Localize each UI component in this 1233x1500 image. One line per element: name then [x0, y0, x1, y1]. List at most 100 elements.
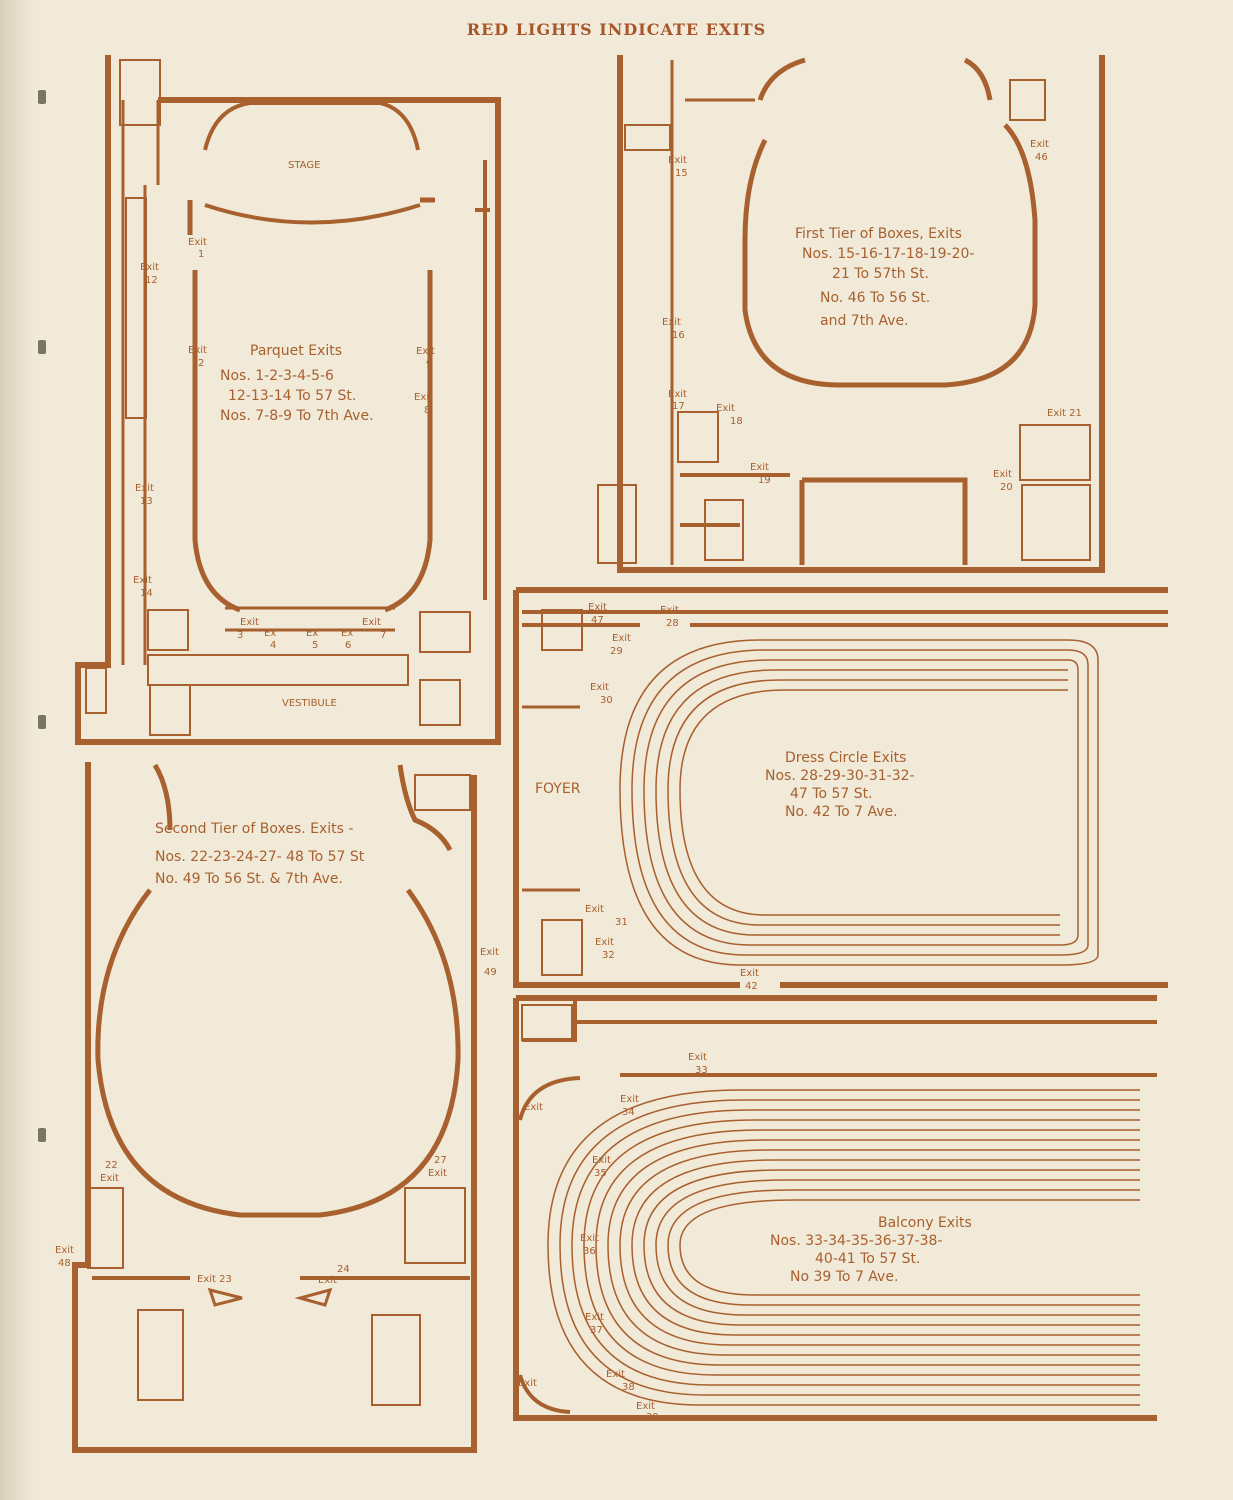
exit-word: Exit — [585, 904, 604, 915]
exit-number: 4 — [270, 640, 276, 651]
exit-number: 17 — [672, 401, 685, 412]
vestibule-label: VESTIBULE — [282, 698, 337, 709]
exit-number: 9 — [426, 359, 432, 370]
balcony-line2: 40-41 To 57 St. — [815, 1251, 920, 1267]
exit-word: Exit — [716, 403, 735, 414]
exit-number: 5 — [312, 640, 318, 651]
exit-word: Exit — [518, 1378, 537, 1389]
exit-word: Exit — [606, 1369, 625, 1380]
exit-word: Exit — [585, 1312, 604, 1323]
exit-number: 2 — [198, 358, 204, 369]
exit-word: Exit — [662, 317, 681, 328]
parquet-title: Parquet Exits — [250, 343, 342, 359]
exit-number: 38 — [622, 1382, 635, 1393]
exit-number: 13 — [140, 496, 153, 507]
exit-23: Exit 23 — [197, 1274, 232, 1285]
exit-number: 14 — [140, 588, 153, 599]
exit-word: Exit — [55, 1245, 74, 1256]
parquet-plan: STAGE VESTIBULE Parquet Exits Nos. 1-2-3… — [75, 55, 501, 745]
binding-staple — [38, 715, 46, 729]
exit-word: Exit — [668, 155, 687, 166]
ex-word: Ex — [264, 628, 276, 639]
exit-number: 33 — [695, 1065, 708, 1076]
exit-word: Exit — [688, 1052, 707, 1063]
exit-number: 27 — [434, 1155, 447, 1166]
balcony-line3: No 39 To 7 Ave. — [790, 1269, 898, 1285]
exit-number: 49 — [484, 967, 497, 978]
exit-word: Exit — [480, 947, 499, 958]
first-tier-line3: No. 46 To 56 St. — [820, 290, 930, 306]
exit-labels: Exit 1 Exit 2 Exit 12 Exit 13 Exit 14 Ex… — [55, 139, 1082, 1423]
dress-circle-line1: Nos. 28-29-30-31-32- — [765, 768, 915, 784]
ex-word: Ex — [306, 628, 318, 639]
exit-word: Exit — [133, 575, 152, 586]
exit-word: Exit — [740, 968, 759, 979]
balcony-plan: Balcony Exits Nos. 33-34-35-36-37-38- 40… — [513, 995, 1157, 1421]
parquet-line1: Nos. 1-2-3-4-5-6 — [220, 368, 334, 384]
dress-circle-title: Dress Circle Exits — [785, 750, 906, 766]
exit-word: Exit — [993, 469, 1012, 480]
exit-number: 35 — [594, 1168, 607, 1179]
exit-word: Exit — [140, 262, 159, 273]
exit-number: 37 — [590, 1325, 603, 1336]
exit-number: 46 — [1035, 152, 1048, 163]
first-tier-line2: 21 To 57th St. — [832, 266, 929, 282]
exit-word: Exit — [750, 462, 769, 473]
exit-number: 34 — [622, 1107, 635, 1118]
exit-number: 1 — [198, 249, 204, 260]
exit-number: 36 — [583, 1246, 596, 1257]
exit-word: Exit — [416, 346, 435, 357]
first-tier-title: First Tier of Boxes, Exits — [795, 226, 962, 242]
exit-number: 3 — [237, 630, 243, 641]
exit-word: Exit — [135, 483, 154, 494]
exit-number: 20 — [1000, 482, 1013, 493]
second-tier-title: Second Tier of Boxes. Exits - — [155, 821, 353, 837]
exit-number: 39 — [646, 1412, 659, 1423]
exit-word: Exit — [524, 1102, 543, 1113]
second-tier-plan: Second Tier of Boxes. Exits - Nos. 22-23… — [72, 762, 477, 1453]
parquet-line3: Nos. 7-8-9 To 7th Ave. — [220, 408, 374, 424]
exit-word: Exit — [620, 1094, 639, 1105]
exit-word: Exit — [188, 237, 207, 248]
exit-word: Exit — [580, 1233, 599, 1244]
parquet-line2: 12-13-14 To 57 St. — [228, 388, 356, 404]
first-tier-line1: Nos. 15-16-17-18-19-20- — [802, 246, 974, 262]
exit-number: 12 — [145, 275, 158, 286]
exit-number: 30 — [600, 695, 613, 706]
exit-number: 18 — [730, 416, 743, 427]
exit-number: 6 — [345, 640, 351, 651]
exit-number: 29 — [610, 646, 623, 657]
exit-word: Exit — [100, 1173, 119, 1184]
exit-word: Exit — [636, 1401, 655, 1412]
binding-staple — [38, 90, 46, 104]
dress-circle-line3: No. 42 To 7 Ave. — [785, 804, 898, 820]
binding-staple — [38, 1128, 46, 1142]
exit-number: 28 — [666, 618, 679, 629]
dress-circle-plan: FOYER Dress Circle Exits Nos. 28-29-30-3… — [513, 587, 1168, 988]
exit-word: Exit — [1030, 139, 1049, 150]
page-header: RED LIGHTS INDICATE EXITS — [466, 20, 767, 39]
exit-word: Exit — [592, 1155, 611, 1166]
exit-word: Exit — [188, 345, 207, 356]
page-binding — [0, 0, 34, 1500]
exit-word: Exit — [240, 617, 259, 628]
exit-word: Exit — [595, 937, 614, 948]
exit-word: Exit — [428, 1168, 447, 1179]
stage-label: STAGE — [288, 160, 320, 171]
exit-number: 19 — [758, 475, 771, 486]
exit-number: 22 — [105, 1160, 118, 1171]
ex-word: Ex — [341, 628, 353, 639]
exit-word: Exit — [660, 605, 679, 616]
exit-number: 48 — [58, 1258, 71, 1269]
foyer-label: FOYER — [535, 781, 581, 797]
second-tier-line2: No. 49 To 56 St. & 7th Ave. — [155, 871, 343, 887]
first-tier-line4: and 7th Ave. — [820, 313, 909, 329]
exit-number: 7 — [380, 630, 386, 641]
binding-staple — [38, 340, 46, 354]
exit-word: Exit — [588, 602, 607, 613]
first-tier-plan: First Tier of Boxes, Exits Nos. 15-16-17… — [597, 55, 1105, 573]
exit-number: 47 — [591, 615, 604, 626]
exit-number: 24 — [337, 1264, 350, 1275]
